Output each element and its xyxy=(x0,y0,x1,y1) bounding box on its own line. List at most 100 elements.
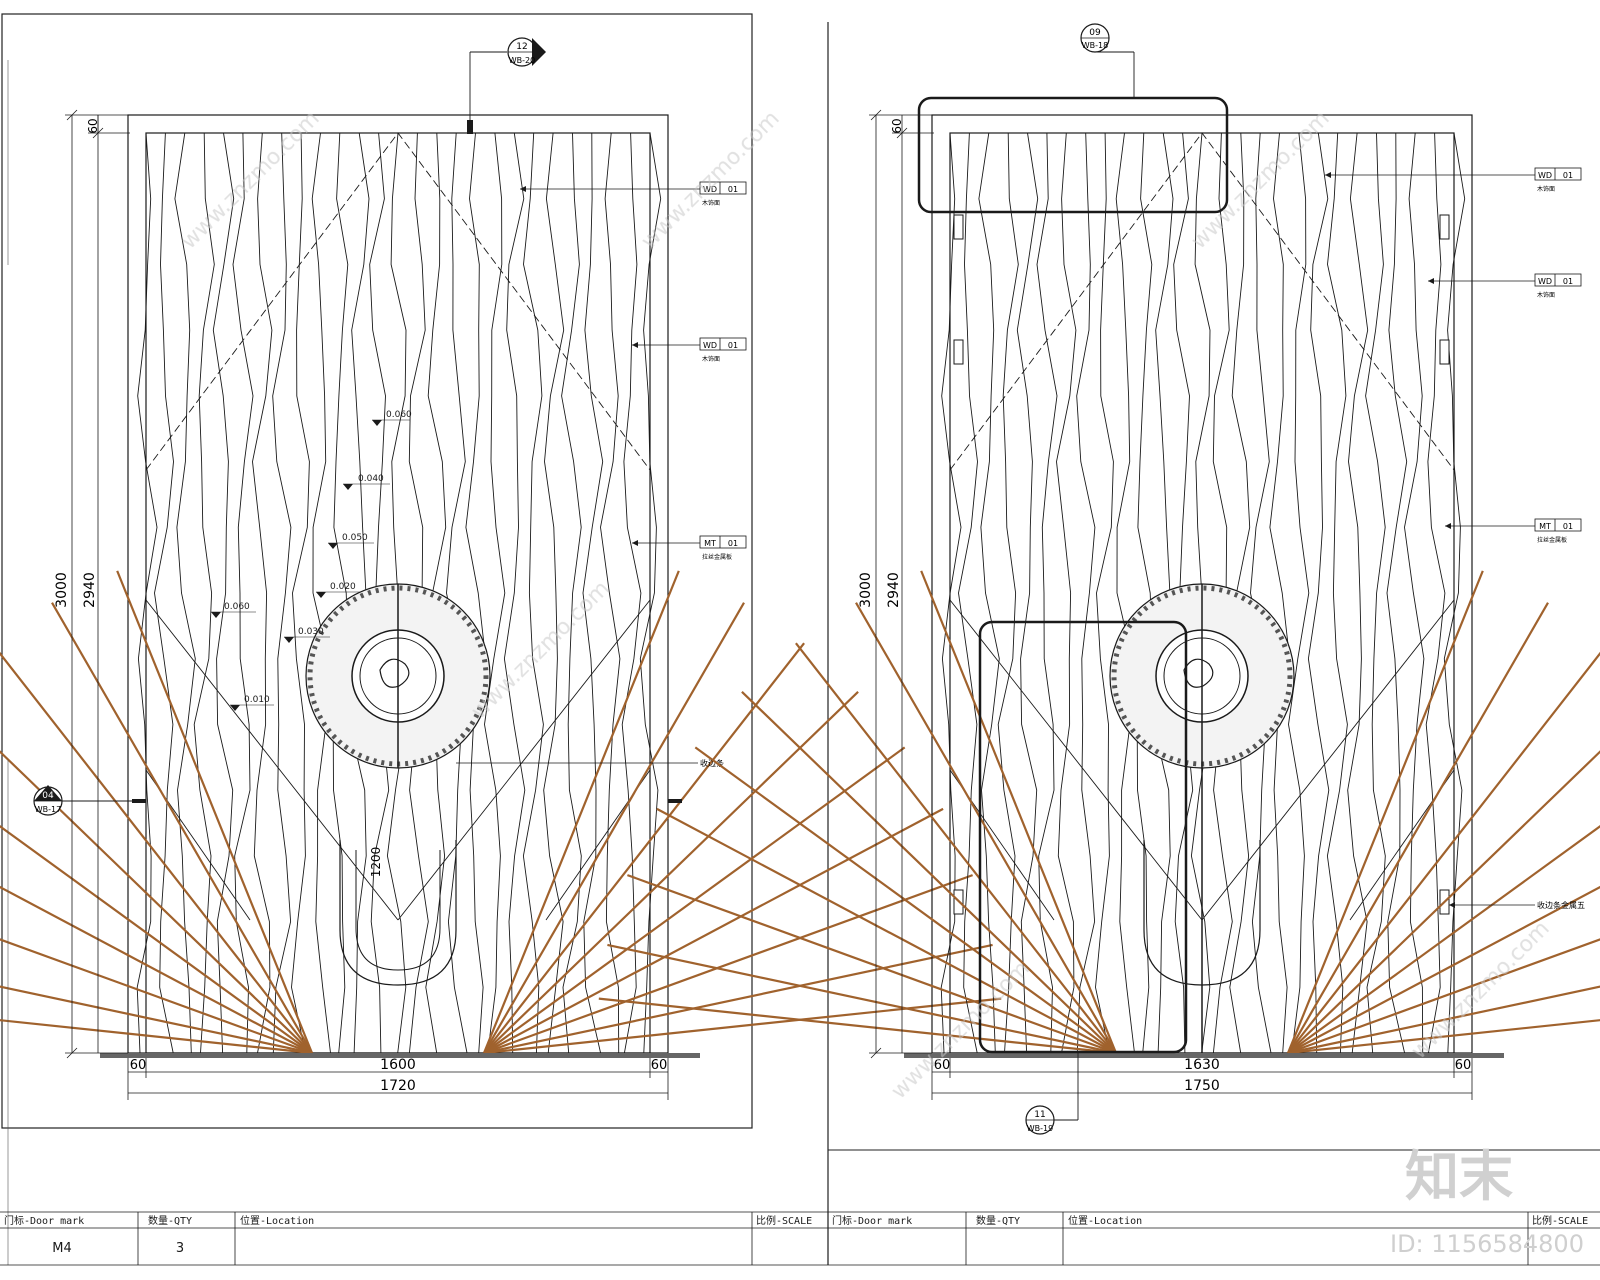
bronze-rod xyxy=(483,602,745,1054)
bronze-rod xyxy=(1287,885,1600,1054)
bronze-rod xyxy=(1287,750,1600,1054)
wave-line xyxy=(1404,132,1425,1054)
right-bronze-fan-right xyxy=(1286,570,1600,1055)
bronze-rod xyxy=(51,602,313,1054)
left-medallion xyxy=(305,583,491,769)
door-mark-label: 门标-Door mark xyxy=(4,1214,84,1227)
wave-line xyxy=(272,132,292,1054)
right-medallion xyxy=(1109,583,1295,1053)
left-dim-top-margin: 60 xyxy=(86,118,100,133)
left-material-tag: WD 01 木饰面 xyxy=(520,181,747,207)
left-leader-note: 收边条 xyxy=(456,758,724,768)
right-top-callout-num: 09 xyxy=(1089,28,1101,38)
bronze-rod xyxy=(0,885,313,1054)
left-diamond-lines xyxy=(145,132,651,921)
qty-value: 3 xyxy=(176,1241,184,1256)
left-material-tag: MT 01 拉丝金属板 xyxy=(632,535,747,561)
wave-line xyxy=(1016,132,1039,1054)
left-material-tag: WD 01 木饰面 xyxy=(632,337,747,363)
svg-text:木饰面: 木饰面 xyxy=(702,199,720,207)
svg-text:WD: WD xyxy=(703,185,717,194)
left-bronze-fan-right xyxy=(482,570,1002,1055)
right-material-tag: WD 01 木饰面 xyxy=(1325,167,1582,193)
bronze-rod xyxy=(1287,1019,1600,1055)
svg-text:01: 01 xyxy=(728,341,738,350)
wave-line xyxy=(600,132,621,1054)
right-bottom-callout-num: 11 xyxy=(1034,1110,1045,1120)
wave-line xyxy=(311,132,331,1054)
right-dim-total-height: 3000 xyxy=(858,572,874,608)
right-vertical-dimensions xyxy=(869,109,934,1059)
wave-line xyxy=(232,132,254,1054)
bronze-rod xyxy=(1287,938,1600,1055)
door-mark-label-2: 门标-Door mark xyxy=(832,1214,912,1227)
right-dim-inner-height: 2940 xyxy=(886,572,902,608)
bronze-rod xyxy=(598,997,1117,1055)
left-side-handle-right xyxy=(668,799,682,803)
left-bronze-fan-left xyxy=(0,570,314,1055)
title-block xyxy=(0,1211,1600,1266)
level-marker: 0.050 xyxy=(328,533,374,549)
wave-line xyxy=(1076,132,1096,1054)
bronze-rod xyxy=(0,985,313,1055)
bronze-rod xyxy=(0,651,313,1054)
wave-line xyxy=(1365,132,1386,1054)
watermark-site: www.znzmo.com xyxy=(177,106,325,254)
wave-line xyxy=(639,132,662,1054)
scale-label-2: 比例-SCALE xyxy=(1532,1214,1588,1227)
svg-text:0.040: 0.040 xyxy=(358,474,384,484)
wave-line xyxy=(621,132,642,1054)
title-block-text: 门标-Door mark 数量-QTY 位置-Location 比例-SCALE… xyxy=(4,1214,1588,1256)
svg-text:01: 01 xyxy=(728,539,738,548)
svg-text:WD: WD xyxy=(1538,171,1552,180)
bronze-rod xyxy=(741,691,1117,1054)
wave-line xyxy=(174,132,196,1054)
right-bronze-fan-left xyxy=(598,570,1118,1055)
left-dim-total-height: 3000 xyxy=(54,572,70,608)
svg-text:木饰面: 木饰面 xyxy=(1537,291,1555,299)
svg-text:MT: MT xyxy=(704,539,716,548)
wave-line xyxy=(543,132,565,1054)
svg-text:拉丝金属板: 拉丝金属板 xyxy=(1537,536,1567,544)
right-detail-box-top xyxy=(917,96,1229,214)
right-top-callout: 09 WB-18 xyxy=(1080,23,1135,98)
wave-line xyxy=(484,132,506,1054)
svg-text:01: 01 xyxy=(1563,522,1573,531)
svg-text:WD: WD xyxy=(1538,277,1552,286)
right-detail-box-bottom xyxy=(978,620,1188,1054)
left-dim-opening: 1200 xyxy=(369,847,383,878)
wave-line xyxy=(522,132,544,1054)
svg-text:0.010: 0.010 xyxy=(244,695,270,705)
svg-text:木饰面: 木饰面 xyxy=(1537,185,1555,193)
wave-line xyxy=(958,132,978,1054)
bronze-rod xyxy=(656,807,1117,1054)
wave-line xyxy=(1307,132,1330,1054)
bronze-rod xyxy=(694,746,1117,1054)
right-material-tag: WD 01 木饰面 xyxy=(1428,273,1582,299)
left-vertical-dimensions xyxy=(65,109,130,1059)
right-handle-loop xyxy=(1143,840,1261,986)
wave-line xyxy=(1036,132,1058,1054)
svg-text:木饰面: 木饰面 xyxy=(702,355,720,363)
bronze-rod xyxy=(0,825,313,1054)
left-sheet-border xyxy=(1,13,753,1129)
wave-line xyxy=(1326,132,1348,1054)
qty-label: 数量-QTY xyxy=(148,1214,192,1227)
svg-text:0.030: 0.030 xyxy=(298,627,324,637)
watermark-site: www.znzmo.com xyxy=(637,106,785,254)
level-marker: 0.060 xyxy=(211,602,256,618)
wave-line xyxy=(978,132,1000,1054)
right-material-tag: MT 01 拉丝金属板 xyxy=(1445,518,1582,544)
bronze-rod xyxy=(0,938,313,1055)
bronze-rod xyxy=(483,807,944,1054)
right-horizontal-dimensions xyxy=(931,1058,1473,1100)
location-label-2: 位置-Location xyxy=(1068,1214,1142,1227)
level-marker: 0.030 xyxy=(284,627,330,643)
level-marker: 0.010 xyxy=(230,695,274,711)
svg-text:拉丝金属板: 拉丝金属板 xyxy=(702,553,732,561)
wave-line xyxy=(1347,132,1369,1054)
wave-line xyxy=(1288,132,1310,1054)
svg-text:0.060: 0.060 xyxy=(224,602,250,612)
svg-text:01: 01 xyxy=(1563,171,1573,180)
